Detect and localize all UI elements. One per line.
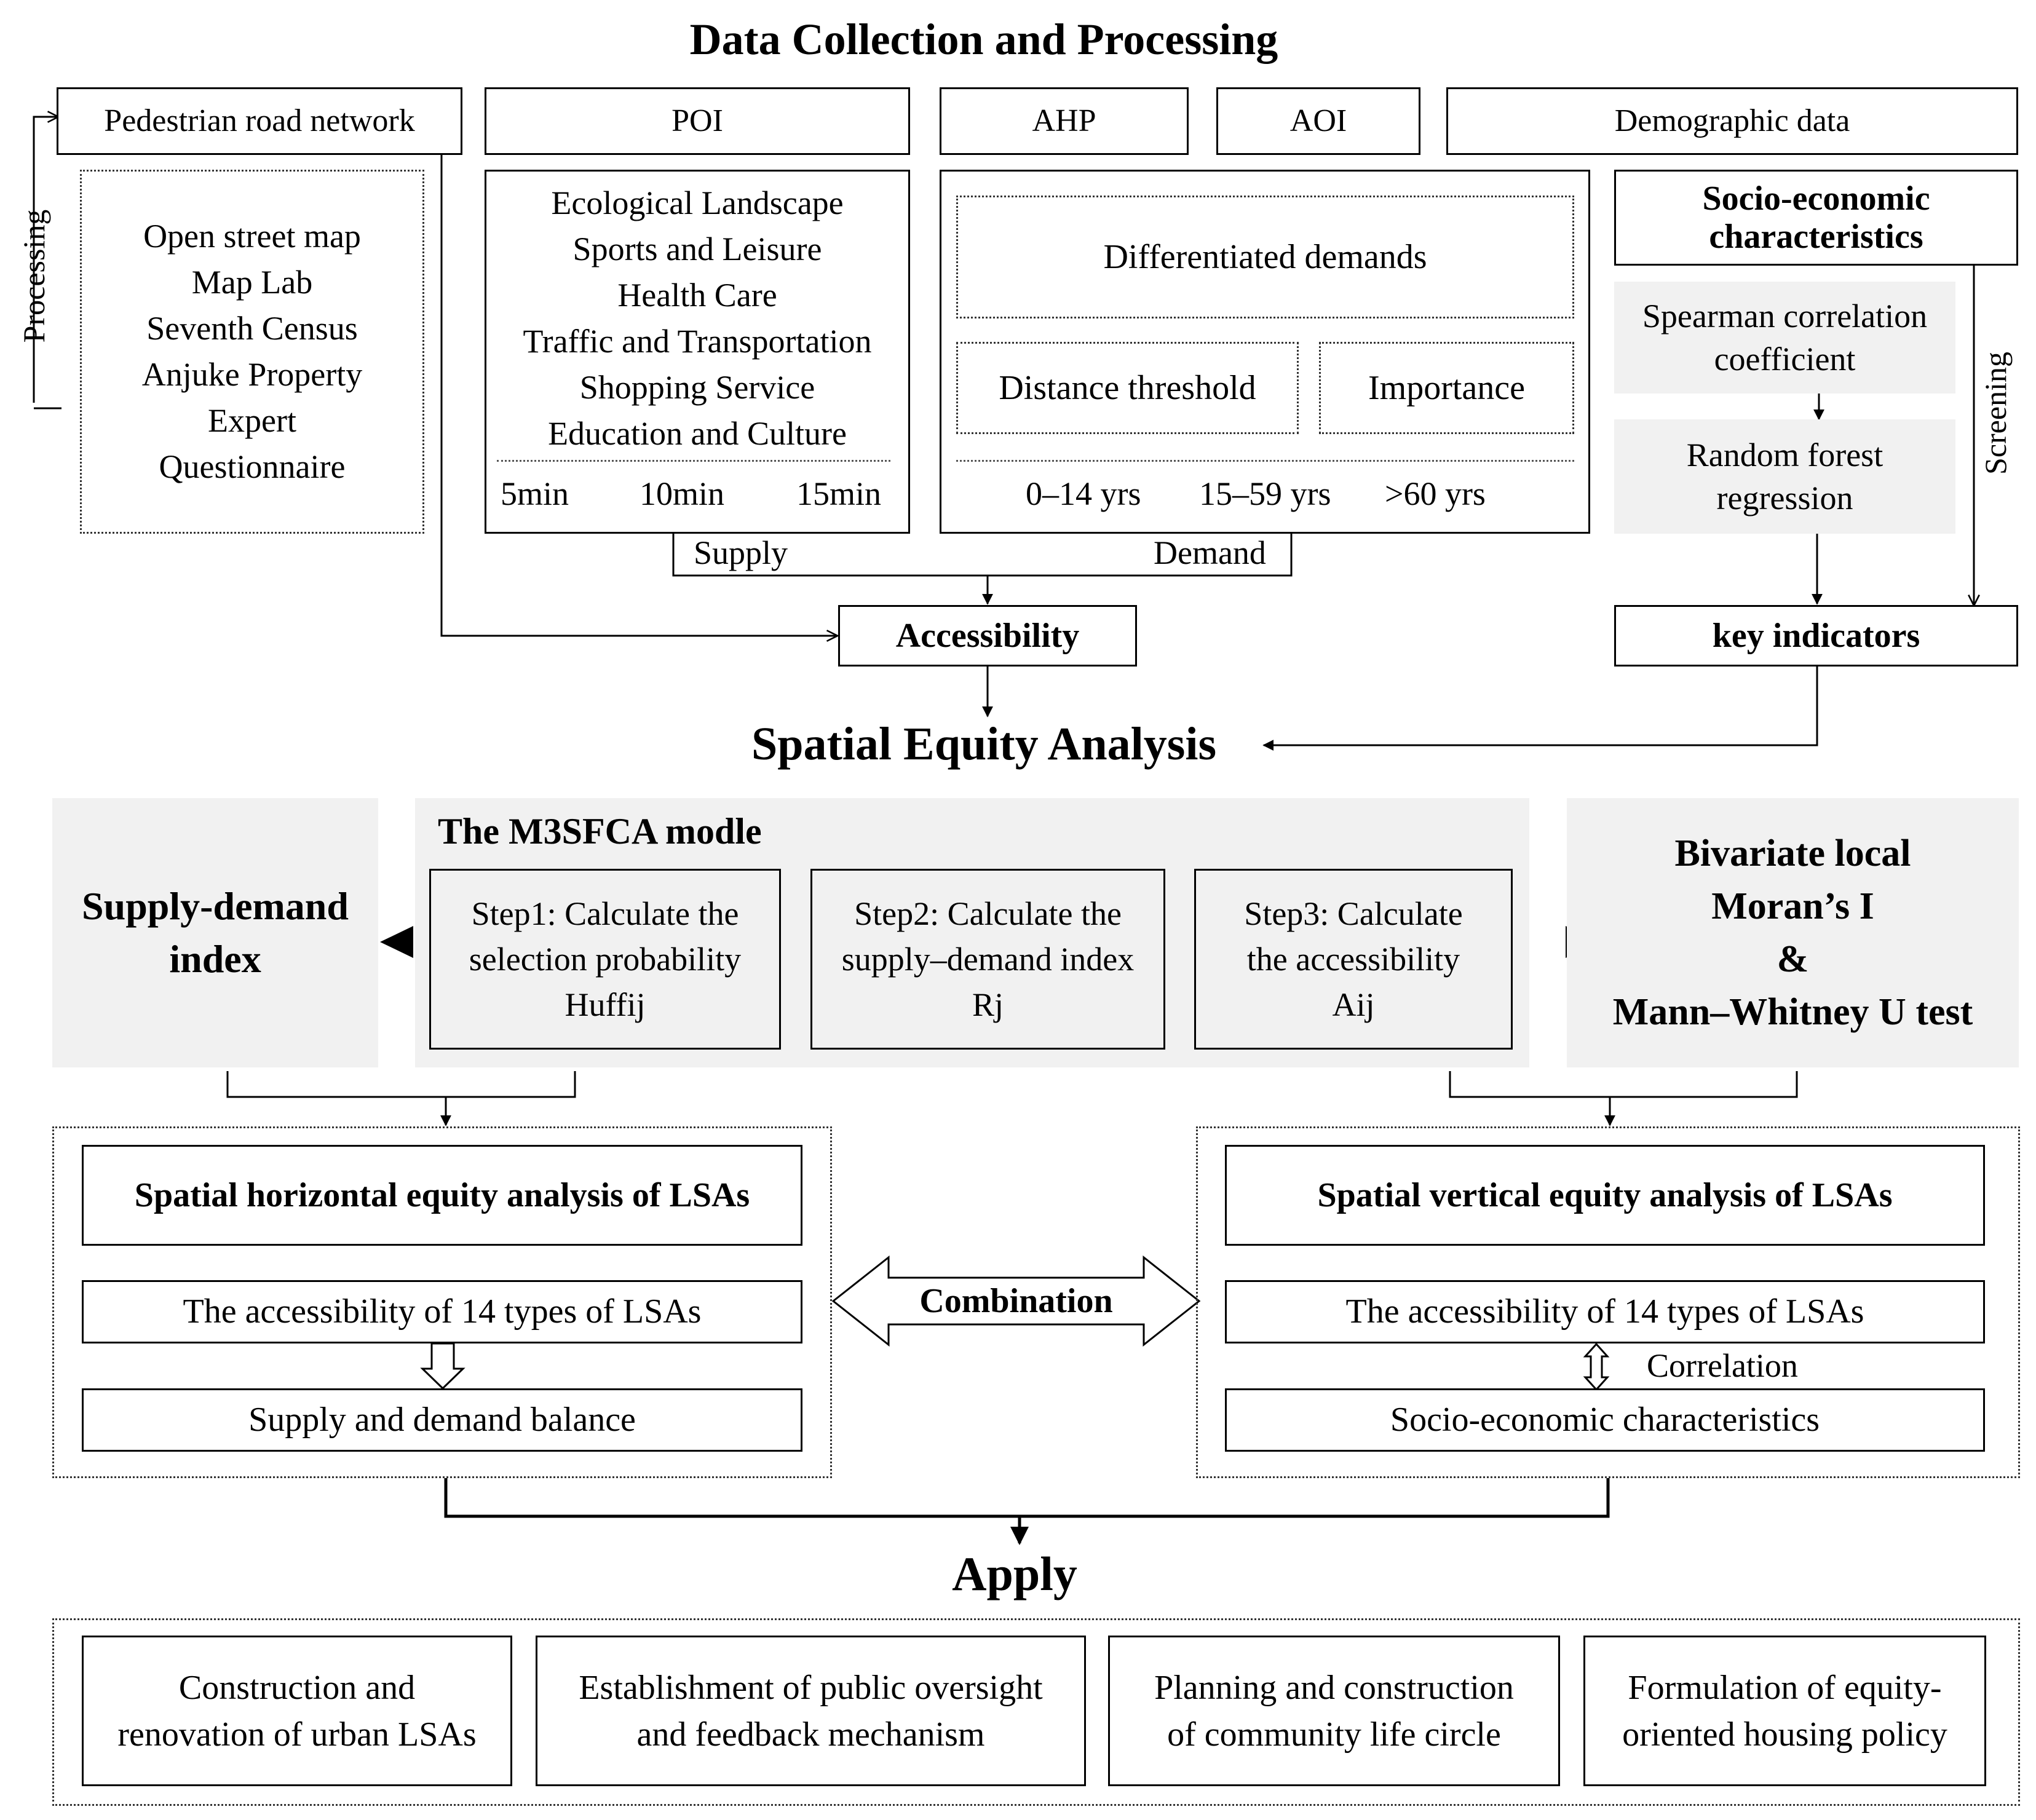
apply-item-line: Formulation of equity- bbox=[1628, 1668, 1942, 1707]
vertical-equity-title-box: Spatial vertical equity analysis of LSAs bbox=[1225, 1145, 1985, 1246]
importance-box: Importance bbox=[1319, 342, 1574, 434]
step2-box: Step2: Calculate the supply–demand index… bbox=[810, 869, 1165, 1050]
step1-box: Step1: Calculate the selection probabili… bbox=[429, 869, 781, 1050]
accessibility-box: Accessibility bbox=[838, 605, 1137, 667]
horizontal-equity-group bbox=[52, 1126, 832, 1478]
poi-category: Sports and Leisure bbox=[572, 231, 822, 267]
poi-category: Education and Culture bbox=[548, 415, 847, 452]
processing-label: Processing bbox=[17, 209, 51, 343]
apply-item-community: Planning and construction of community l… bbox=[1108, 1636, 1560, 1786]
step3-box: Step3: Calculate the accessibility Aij bbox=[1194, 869, 1513, 1050]
apply-item-line: Establishment of public oversight bbox=[579, 1668, 1043, 1707]
data-sources-box: Open street map Map Lab Seventh Census A… bbox=[80, 170, 424, 534]
age-group-elderly: >60 yrs bbox=[1385, 475, 1486, 512]
vertical-equity-group bbox=[1196, 1126, 2020, 1478]
step1-line: Step1: Calculate the bbox=[471, 895, 739, 932]
pedestrian-to-accessibility-arrow bbox=[440, 155, 838, 636]
data-source-item: Map Lab bbox=[191, 264, 313, 301]
apply-item-housing: Formulation of equity- oriented housing … bbox=[1583, 1636, 1986, 1786]
age-group-adults: 15–59 yrs bbox=[1199, 475, 1331, 512]
supply-demand-index-box: Supply-demand index bbox=[52, 798, 378, 1067]
poi-category: Health Care bbox=[617, 277, 777, 314]
title-data-collection: Data Collection and Processing bbox=[689, 15, 1278, 65]
apply-group bbox=[52, 1618, 2020, 1806]
time-10min: 10min bbox=[640, 475, 725, 512]
spearman-box: Spearman correlation coefficient bbox=[1614, 282, 1955, 394]
poi-categories-box: Ecological Landscape Sports and Leisure … bbox=[485, 170, 910, 534]
screening-label: Screening bbox=[1978, 352, 2013, 475]
bivariate-line: & bbox=[1777, 938, 1809, 980]
vertical-accessibility-box: The accessibility of 14 types of LSAs bbox=[1225, 1280, 1985, 1343]
poi-category: Shopping Service bbox=[579, 369, 815, 406]
correlation-label: Correlation bbox=[1647, 1347, 1798, 1384]
step3-line: the accessibility bbox=[1246, 941, 1460, 978]
time-5min: 5min bbox=[501, 475, 569, 512]
bivariate-line: Mann–Whitney U test bbox=[1612, 991, 1973, 1033]
distance-threshold-box: Distance threshold bbox=[956, 342, 1299, 434]
data-source-item: Seventh Census bbox=[146, 310, 358, 347]
horizontal-accessibility-box: The accessibility of 14 types of LSAs bbox=[82, 1280, 802, 1343]
demographic-data-box: Demographic data bbox=[1446, 87, 2018, 155]
combination-label: Combination bbox=[919, 1281, 1113, 1320]
step1-line: selection probability bbox=[469, 941, 742, 978]
data-source-item: Open street map bbox=[143, 218, 361, 255]
supply-label: Supply bbox=[694, 534, 788, 571]
step2-line: Step2: Calculate the bbox=[854, 895, 1122, 932]
random-forest-box: Random forest regression bbox=[1614, 419, 1955, 534]
key-indicators-arrow bbox=[1262, 667, 1818, 751]
apply-item-line: of community life circle bbox=[1167, 1715, 1501, 1754]
aoi-box: AOI bbox=[1216, 87, 1420, 155]
supply-demand-index-line: Supply-demand bbox=[82, 884, 349, 928]
apply-item-line: Construction and bbox=[178, 1668, 416, 1707]
poi-divider bbox=[497, 460, 890, 462]
hollow-down-arrow bbox=[420, 1342, 465, 1390]
pedestrian-road-network-box: Pedestrian road network bbox=[57, 87, 462, 155]
poi-category: Ecological Landscape bbox=[551, 184, 844, 221]
poi-category: Traffic and Transportation bbox=[523, 323, 872, 360]
step2-line: Rj bbox=[972, 986, 1004, 1023]
demand-label: Demand bbox=[1154, 534, 1266, 571]
apply-item-line: and feedback mechanism bbox=[636, 1715, 985, 1754]
ahp-box: AHP bbox=[940, 87, 1189, 155]
bivariate-box: Bivariate local Moran’s I & Mann–Whitney… bbox=[1567, 798, 2019, 1067]
socio-economic-box: Socio-economic characteristics bbox=[1614, 170, 2018, 266]
step3-line: Step3: Calculate bbox=[1244, 895, 1463, 932]
apply-item-line: renovation of urban LSAs bbox=[117, 1715, 477, 1754]
bivariate-line: Moran’s I bbox=[1711, 885, 1874, 927]
data-source-item: Questionnaire bbox=[159, 448, 346, 485]
demand-box bbox=[940, 170, 1590, 534]
differentiated-demands-box: Differentiated demands bbox=[956, 196, 1574, 318]
socio-economic-characteristics-box: Socio-economic characteristics bbox=[1225, 1388, 1985, 1452]
combination-double-arrow bbox=[831, 1255, 1201, 1347]
data-source-item: Anjuke Property bbox=[141, 356, 363, 393]
apply-item-line: oriented housing policy bbox=[1622, 1715, 1947, 1754]
bivariate-line: Bivariate local bbox=[1674, 833, 1911, 874]
step3-line: Aij bbox=[1332, 986, 1375, 1023]
arrow-to-supply-demand bbox=[380, 926, 413, 958]
key-indicators-box: key indicators bbox=[1614, 605, 2018, 667]
apply-item-construction: Construction and renovation of urban LSA… bbox=[82, 1636, 512, 1786]
title-spatial-equity: Spatial Equity Analysis bbox=[751, 718, 1217, 770]
step1-line: Huffij bbox=[564, 986, 646, 1023]
age-group-children: 0–14 yrs bbox=[1026, 475, 1141, 512]
apply-item-oversight: Establishment of public oversight and fe… bbox=[536, 1636, 1086, 1786]
processing-arrow bbox=[33, 117, 58, 403]
m3sfca-title: The M3SFCA modle bbox=[438, 811, 762, 852]
title-apply: Apply bbox=[952, 1547, 1077, 1601]
poi-box: POI bbox=[485, 87, 910, 155]
step2-line: supply–demand index bbox=[841, 941, 1135, 978]
data-source-item: Expert bbox=[208, 402, 296, 439]
apply-item-line: Planning and construction bbox=[1154, 1668, 1514, 1707]
supply-demand-balance-box: Supply and demand balance bbox=[82, 1388, 802, 1452]
horizontal-equity-title-box: Spatial horizontal equity analysis of LS… bbox=[82, 1145, 802, 1246]
time-15min: 15min bbox=[796, 475, 882, 512]
supply-demand-index-line: index bbox=[169, 937, 261, 981]
demand-divider bbox=[956, 460, 1574, 462]
